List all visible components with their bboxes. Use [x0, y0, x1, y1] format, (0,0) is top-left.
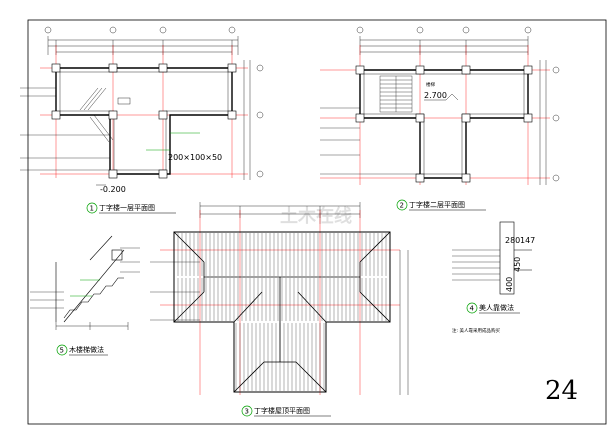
d5-left-labels: [30, 247, 140, 309]
d3-left-labels: [150, 261, 200, 321]
d3-caption-number: 3: [245, 408, 249, 416]
d2-right-dimensions: [539, 60, 560, 185]
d5-caption: 5 木楼梯做法: [56, 344, 108, 356]
d3-caption: 3 丁字楼屋顶平面图: [241, 405, 331, 417]
d4-leaders: [452, 249, 500, 281]
d1-right-dimensions: [243, 60, 264, 180]
d1-elevation-b: 200×100×50: [168, 153, 222, 162]
d4-dim-400: 400: [505, 277, 514, 292]
d1-axis-bubbles-top: [44, 26, 236, 34]
d4-note: 注: 美人靠采用成品购买: [452, 327, 500, 334]
drawing-2-second-floor-plan: 楼梯 2.700 2 丁字楼二层平面图: [320, 26, 560, 211]
d1-caption: 1 丁字楼一层平面图: [86, 202, 176, 214]
d3-roof-ridges: [173, 231, 391, 393]
d2-caption-title: 丁字楼二层平面图: [409, 200, 465, 209]
watermark: 土木在线: [280, 205, 352, 227]
d5-green-marks: [70, 279, 100, 297]
d2-caption-number: 2: [400, 202, 404, 210]
d1-elevation-a: -0.200: [100, 185, 126, 194]
d4-caption-number: 4: [470, 305, 475, 313]
d1-columns: [51, 63, 237, 179]
d2-axis-bubbles-top: [356, 26, 532, 34]
d2-top-dimensions: [359, 36, 529, 55]
drawing-4-bench-detail: 280 147 400 450 注: 美人靠采用成品购买 4 美人靠做法: [452, 221, 535, 334]
d4-post: [499, 221, 532, 295]
d1-left-labels: [20, 87, 110, 171]
d5-stair-lines: [55, 235, 125, 323]
d1-caption-title: 丁字楼一层平面图: [99, 203, 155, 212]
d2-left-labels: [320, 107, 420, 175]
d5-caption-number: 5: [60, 347, 64, 355]
d2-elevation-a: 2.700: [424, 91, 447, 100]
d4-dim-147: 147: [520, 236, 535, 245]
drawing-5-wooden-stair-detail: 5 木楼梯做法: [30, 235, 140, 356]
drawing-1-ground-floor-plan: 200×100×50 -0.200 1 丁字楼一层平面图: [20, 26, 264, 214]
page-number: 24: [545, 376, 579, 406]
d2-walls: [359, 69, 529, 179]
d5-caption-title: 木楼梯做法: [69, 345, 104, 354]
d2-caption: 2 丁字楼二层平面图: [396, 199, 486, 211]
d1-stair: [79, 87, 131, 143]
d1-caption-number: 1: [90, 205, 94, 213]
sheet-border: [27, 19, 607, 425]
d4-dim-280: 280: [505, 236, 520, 245]
d3-caption-title: 丁字楼屋顶平面图: [254, 406, 310, 415]
watermark-text: 土木在线: [280, 205, 352, 227]
d2-columns: [355, 65, 533, 183]
d4-vertical-dims: 400 450: [505, 257, 522, 292]
d1-top-dimensions: [47, 36, 239, 55]
d2-axis-lines: [320, 45, 550, 185]
d3-right-dimensions: [399, 250, 409, 395]
drawing-3-roof-plan: 3 丁字楼屋顶平面图: [150, 202, 409, 417]
d5-bottom-dims: [55, 322, 129, 330]
d2-stair: [379, 75, 413, 113]
d1-green-tags: [146, 132, 200, 151]
d3-roof-hatching: [177, 233, 387, 391]
d4-caption: 4 美人靠做法: [466, 302, 520, 314]
d2-room-label: 楼梯: [426, 81, 435, 88]
d4-dim-450: 450: [513, 257, 522, 272]
d4-caption-title: 美人靠做法: [479, 303, 514, 312]
